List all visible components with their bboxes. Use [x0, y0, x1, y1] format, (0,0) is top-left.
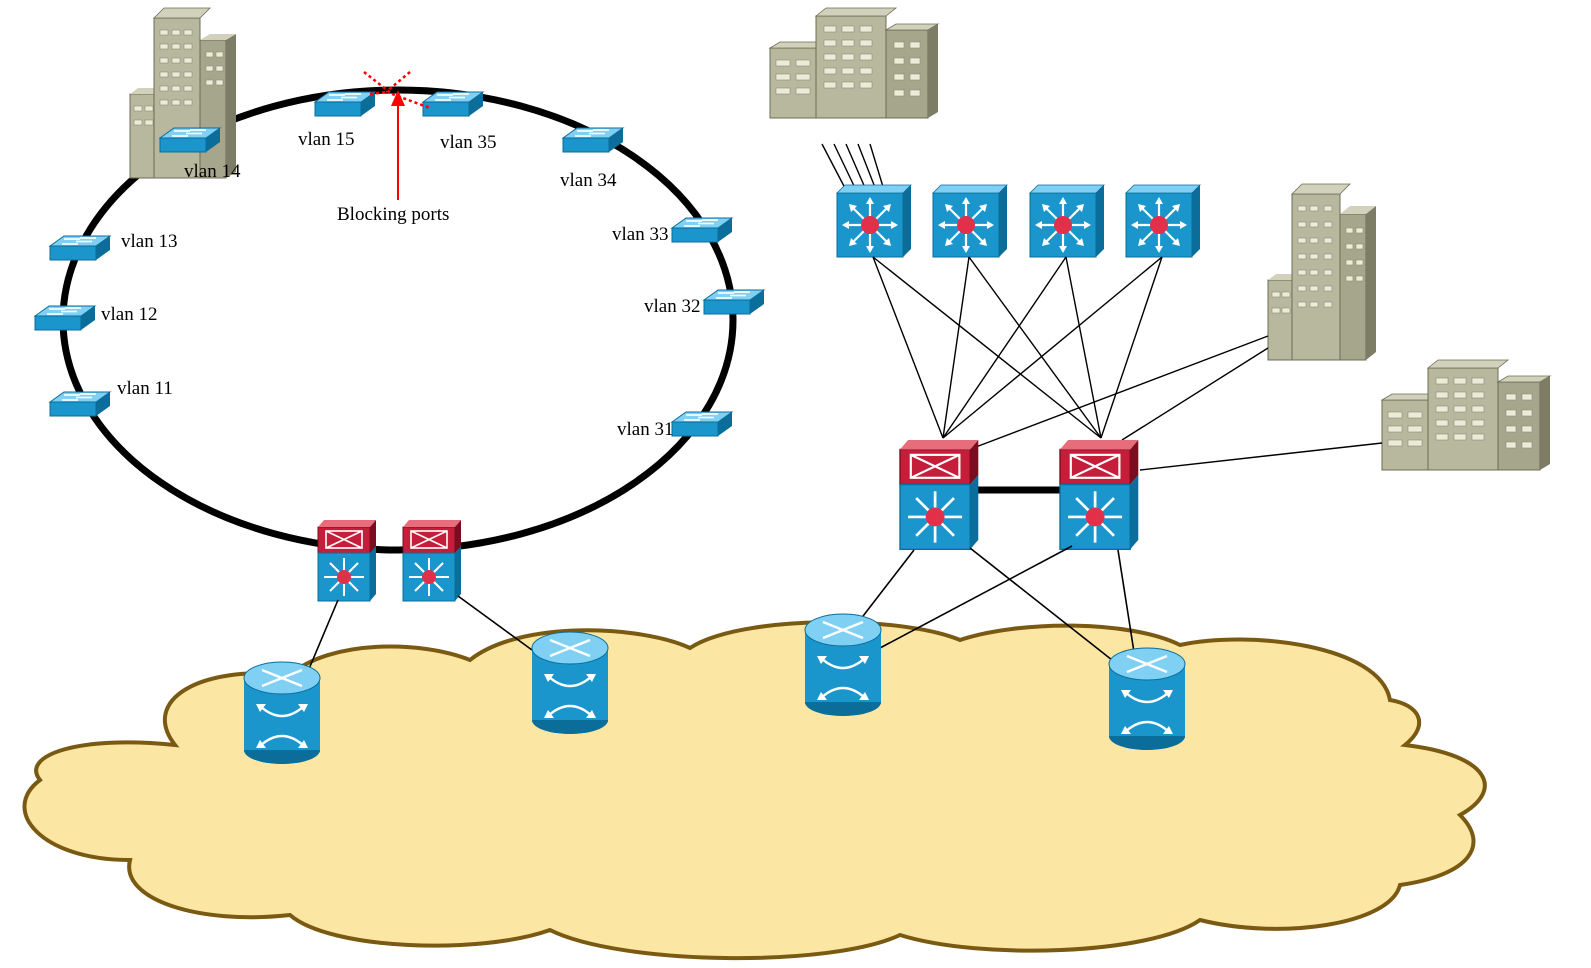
blocking-ports-label: Blocking ports	[337, 204, 449, 225]
ring-label-vlan34: vlan 34	[560, 170, 617, 191]
left-core-switch-2[interactable]	[402, 519, 462, 602]
ring-label-vlan13: vlan 13	[121, 231, 177, 252]
left-core-switch-1[interactable]	[317, 519, 377, 602]
access-switch-1[interactable]	[835, 183, 913, 259]
access-switch-3[interactable]	[1028, 183, 1106, 259]
access-switch-2[interactable]	[931, 183, 1009, 259]
access-switch-4[interactable]	[1124, 183, 1202, 259]
office-building-icon	[769, 7, 939, 119]
office-building-icon	[1267, 183, 1376, 361]
ring-switch-vlan33[interactable]	[671, 217, 733, 243]
ring-label-vlan11: vlan 11	[117, 378, 173, 399]
atm-router-4[interactable]	[1107, 646, 1187, 752]
ring-switch-vlan34[interactable]	[562, 127, 624, 153]
atm-router-2[interactable]	[530, 630, 610, 736]
ring-switch-vlan15[interactable]	[314, 91, 376, 117]
atm-router-1[interactable]	[242, 660, 322, 766]
ring-label-vlan31: vlan 31	[617, 419, 673, 440]
ring-switch-vlan32[interactable]	[703, 289, 765, 315]
right-core-switch-2[interactable]	[1058, 438, 1140, 551]
link-left-core2-router2	[457, 595, 533, 651]
right-core-switch-1[interactable]	[898, 438, 980, 551]
office-building-icon	[1381, 359, 1551, 471]
ring-switch-vlan14[interactable]	[159, 127, 221, 153]
atm-router-3[interactable]	[803, 612, 883, 718]
ring-switch-vlan11[interactable]	[49, 391, 111, 417]
ring-label-vlan12: vlan 12	[101, 304, 157, 325]
ring-label-vlan15: vlan 15	[298, 129, 354, 150]
ring-label-vlan32: vlan 32	[644, 296, 700, 317]
ring-switch-vlan31[interactable]	[671, 411, 733, 437]
ring-switch-vlan12[interactable]	[34, 305, 96, 331]
access-core-mesh	[872, 256, 1383, 471]
ring-switch-vlan13[interactable]	[49, 235, 111, 261]
ring-label-vlan35: vlan 35	[440, 132, 496, 153]
ring-label-vlan14: vlan 14	[184, 161, 241, 182]
blocking-port-marker	[363, 71, 431, 200]
building-uplinks	[821, 143, 885, 191]
core-router-links	[859, 545, 1135, 661]
link-left-core1-router1	[305, 599, 339, 677]
ring-switch-vlan35[interactable]	[422, 91, 484, 117]
ring-label-vlan33: vlan 33	[612, 224, 668, 245]
network-cloud	[22, 620, 1487, 961]
